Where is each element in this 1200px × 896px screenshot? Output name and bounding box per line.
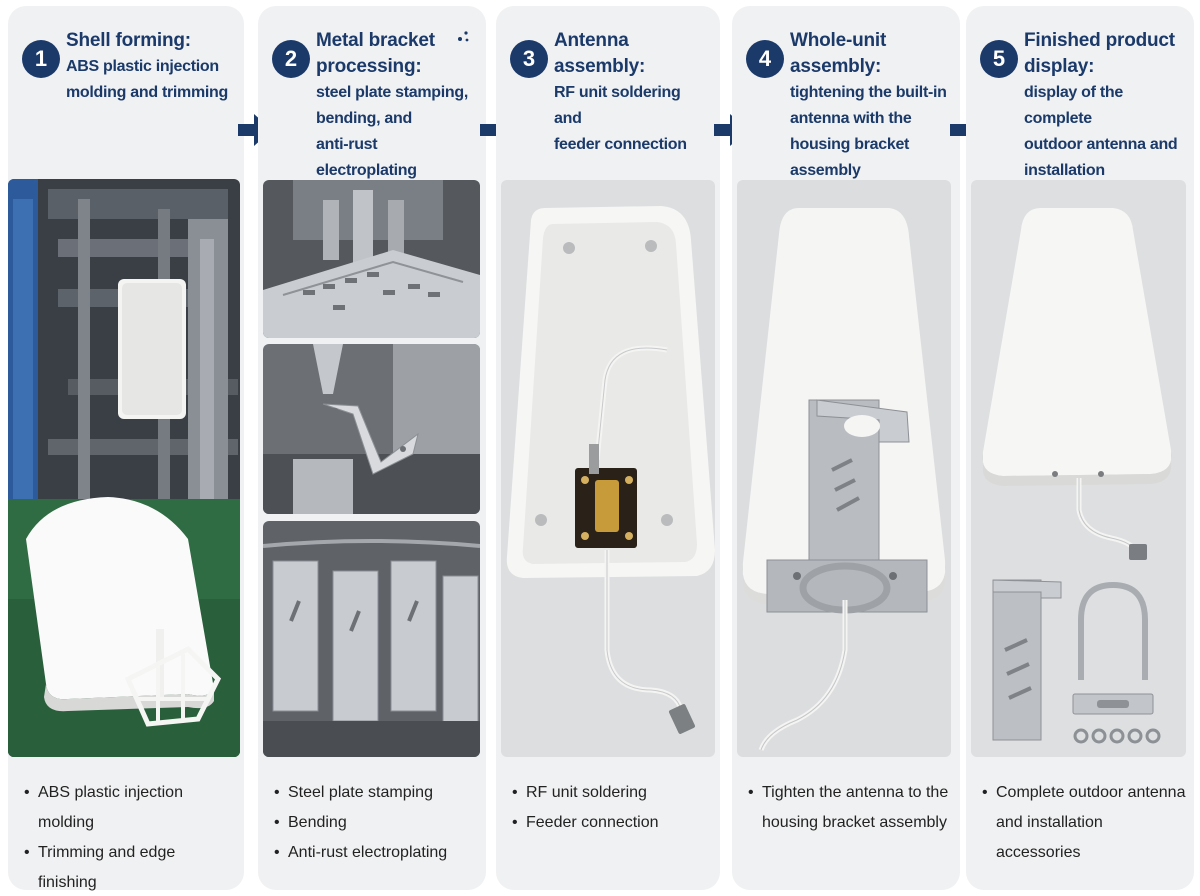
bullet-item: RF unit soldering [512, 778, 712, 808]
step-subtitle-line: housing bracket [790, 136, 910, 153]
bullet-text-line: Tighten the antenna to the [762, 784, 949, 801]
step-title: display: [1024, 56, 1095, 77]
step-subtitle-line: molding and trimming [66, 84, 228, 101]
arrow-right-icon [714, 114, 748, 146]
bullet-item: Steel plate stamping [274, 778, 478, 808]
step-bullet-list-4: Tighten the antenna to the housing brack… [748, 778, 952, 838]
step-panel-3: 3 Antenna assembly: RF unit soldering an… [496, 6, 720, 890]
step-bullet-list-3: RF unit soldering Feeder connection [512, 778, 712, 838]
bullet-text-line: housing bracket assembly [762, 814, 947, 831]
step-subtitle-line: anti-rust electroplating [316, 136, 417, 179]
step-subtitle-line: outdoor antenna and [1024, 136, 1178, 153]
whole-unit-assembly-photo [737, 180, 951, 757]
step-panel-2: 2 Metal bracket processing: steel plate … [258, 6, 486, 890]
step-panel-5: 5 Finished product display: display of t… [966, 6, 1194, 890]
bending-photo [263, 344, 480, 514]
finished-product-photo [971, 180, 1186, 757]
step-subtitle-line: ABS plastic injection [66, 58, 219, 75]
step-title: processing: [316, 56, 422, 77]
bullet-text-line: Complete outdoor antenna [996, 784, 1186, 801]
step-title: Metal bracket [316, 30, 435, 51]
step-subtitle-line: bending, and [316, 110, 412, 127]
step-subtitle-line: RF unit soldering and [554, 84, 681, 127]
step-header-1: 1 Shell forming: ABS plastic injection m… [22, 28, 236, 106]
bullet-item: ABS plastic injection molding [24, 778, 236, 838]
step-subtitle-line: tightening the built-in [790, 84, 947, 101]
step-header-5: 5 Finished product display: display of t… [980, 28, 1186, 210]
step-panel-4: 4 Whole-unit assembly: tightening the bu… [732, 6, 960, 890]
step-title: Shell forming: [66, 30, 191, 51]
step-header-2: 2 Metal bracket processing: steel plate … [272, 28, 478, 184]
stamping-photo [263, 180, 480, 338]
step-subtitle-line: antenna with the [790, 110, 912, 127]
step-title: Whole-unit assembly: [790, 30, 887, 77]
injection-molding-photo [8, 179, 240, 757]
step-bullet-list-1: ABS plastic injection molding Trimming a… [24, 778, 236, 896]
step-subtitle-line: feeder connection [554, 136, 687, 153]
electroplating-photo [263, 521, 480, 757]
bullet-item: Tighten the antenna to the housing brack… [748, 778, 952, 838]
bullet-item: Trimming and edge finishing [24, 838, 236, 896]
step-header-3: 3 Antenna assembly: RF unit soldering an… [510, 28, 712, 158]
step-title: Antenna assembly: [554, 30, 646, 77]
step-bullet-list-2: Steel plate stamping Bending Anti-rust e… [274, 778, 478, 868]
bullet-item: Anti-rust electroplating [274, 838, 478, 868]
step-number-badge: 5 [980, 40, 1018, 78]
step-bullet-list-5: Complete outdoor antenna and installatio… [982, 778, 1186, 868]
step-number-badge: 1 [22, 40, 60, 78]
decorative-dots-icon [458, 31, 469, 42]
bullet-item: Complete outdoor antenna and installatio… [982, 778, 1186, 868]
bullet-item: Bending [274, 808, 478, 838]
step-subtitle-line: display of the complete [1024, 84, 1123, 127]
step-number-badge: 2 [272, 40, 310, 78]
step-number-badge: 3 [510, 40, 548, 78]
step-title: Finished product [1024, 30, 1175, 51]
step-panel-1: 1 Shell forming: ABS plastic injection m… [8, 6, 244, 891]
step-number-badge: 4 [746, 40, 784, 78]
antenna-assembly-photo [501, 180, 715, 757]
step-subtitle-line: steel plate stamping, [316, 84, 468, 101]
bullet-item: Feeder connection [512, 808, 712, 838]
step-header-4: 4 Whole-unit assembly: tightening the bu… [746, 28, 952, 184]
step-subtitle-line: assembly [790, 162, 861, 179]
bullet-text-line: and installation accessories [996, 814, 1103, 861]
arrow-right-icon [238, 114, 272, 146]
